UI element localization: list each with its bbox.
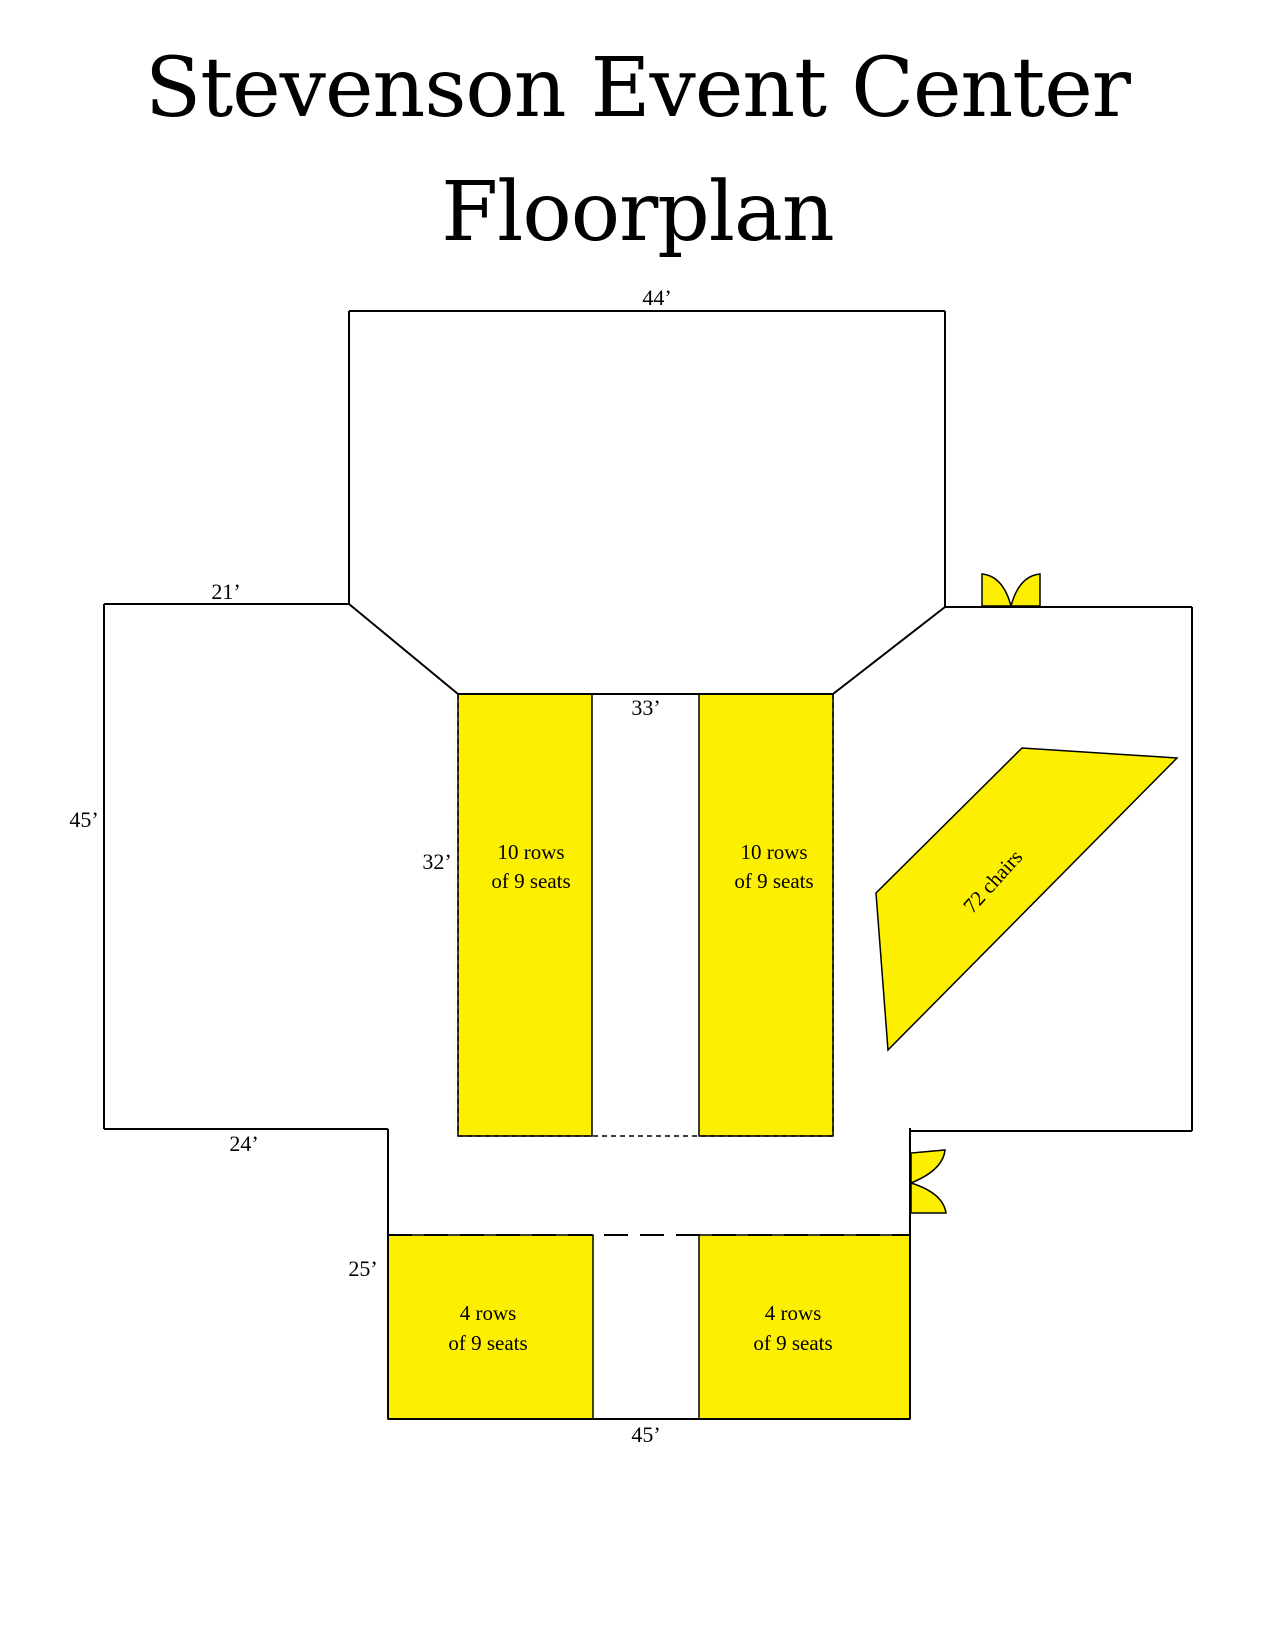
seating-block-center-right [698, 693, 834, 1137]
seating-label-line: of 9 seats [734, 869, 813, 893]
seating-label-line: of 9 seats [491, 869, 570, 893]
door-swing-icon [981, 573, 1041, 607]
seating-block-center-left [457, 693, 593, 1137]
page-title-line-2: Floorplan [441, 165, 834, 260]
dimension-left-bottom: 24’ [229, 1131, 258, 1156]
seating-label-line: 4 rows [460, 1301, 517, 1325]
dimension-center-depth: 32’ [422, 849, 451, 874]
seating-block-side-chairs [875, 747, 1179, 1052]
seating-block-lower-left [387, 1234, 594, 1420]
seating-label-line: of 9 seats [448, 1331, 527, 1355]
seating-label-line: 10 rows [497, 840, 564, 864]
dimension-bottom-width: 45’ [631, 1422, 660, 1447]
seating-block-lower-right [698, 1234, 911, 1420]
aisle-lines [388, 694, 910, 1236]
dimension-left-top: 21’ [211, 579, 240, 604]
seating-label-line: of 9 seats [753, 1331, 832, 1355]
seating-label-line: 4 rows [765, 1301, 822, 1325]
door-swing-icon [910, 1149, 947, 1214]
dimension-center-width: 33’ [631, 695, 660, 720]
dimension-lower-depth: 25’ [348, 1256, 377, 1281]
building-outline [103, 310, 1193, 1420]
seating-label-line: 10 rows [740, 840, 807, 864]
page-title-line-1: Stevenson Event Center [145, 41, 1131, 136]
dimension-top-width: 44’ [642, 285, 671, 310]
dimension-left-height: 45’ [69, 807, 98, 832]
